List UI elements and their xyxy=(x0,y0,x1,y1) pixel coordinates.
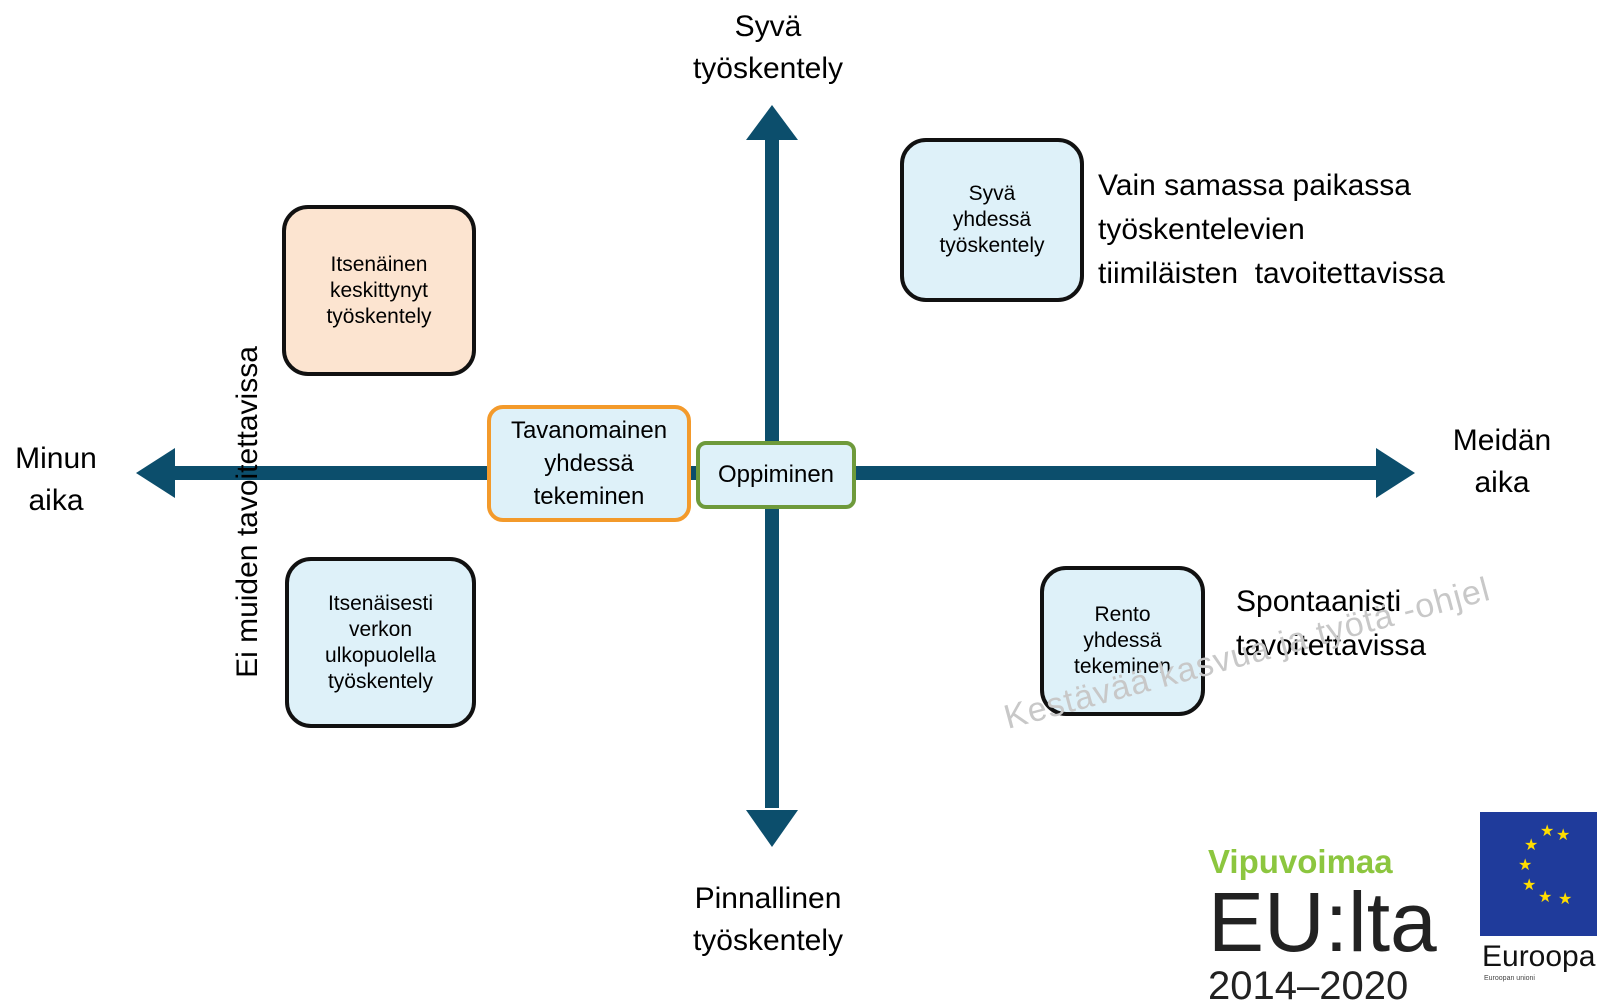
note-colocated-line3: tiimiläisten tavoitettavissa xyxy=(1098,257,1445,290)
eu-small-text: Euroopan unioni xyxy=(1484,975,1535,982)
axis-top-line2: työskentely xyxy=(692,52,844,85)
box-independent-focused: Itsenäinen keskittynyt työskentely xyxy=(282,205,476,376)
box-ordinary-together: Tavanomainen yhdessä tekeminen xyxy=(487,405,691,522)
box-offline: Itsenäisesti verkon ulkopuolella työsken… xyxy=(285,557,476,728)
note-spontaneous: Spontaanisti tavoitettavissa xyxy=(1236,580,1426,668)
axis-left-line1: Minun xyxy=(15,442,97,475)
svg-text:★: ★ xyxy=(1518,855,1532,874)
svg-text:★: ★ xyxy=(1556,825,1570,844)
axis-bottom-line1: Pinnallinen xyxy=(694,882,842,915)
box-ordinary-together-line2: yhdessä xyxy=(544,450,634,477)
note-spontaneous-line2: tavoitettavissa xyxy=(1236,629,1427,662)
vipuvoimaa-logo: Vipuvoimaa EU:lta 2014–2020 xyxy=(1208,842,1437,1006)
box-relaxed-together-line1: Rento xyxy=(1094,603,1151,626)
axis-top-label: Syvä työskentely xyxy=(668,6,868,90)
box-relaxed-together: Rento yhdessä tekeminen xyxy=(1040,566,1205,716)
box-offline-line1: Itsenäisesti xyxy=(327,591,434,615)
note-spontaneous-line1: Spontaanisti xyxy=(1236,585,1402,618)
axis-left-line2: aika xyxy=(28,484,84,517)
axis-right-label: Meidän aika xyxy=(1432,420,1572,504)
note-colocated: Vain samassa paikassa työskentelevien ti… xyxy=(1098,164,1445,296)
axis-right-line1: Meidän xyxy=(1452,424,1552,457)
eu-text: Euroopa xyxy=(1482,940,1596,973)
box-relaxed-together-line3: tekeminen xyxy=(1074,655,1171,678)
box-ordinary-together-line3: tekeminen xyxy=(533,483,645,510)
vertical-side-label: Ei muiden tavoitettavissa xyxy=(231,346,264,678)
box-learning: Oppiminen xyxy=(696,441,856,509)
svg-text:★: ★ xyxy=(1524,835,1538,854)
svg-text:★: ★ xyxy=(1558,889,1572,908)
box-offline-line3: ulkopuolella xyxy=(325,643,436,667)
axis-top-line1: Syvä xyxy=(734,10,802,43)
eu-flag-logo: ★ ★ ★ ★ ★ ★ ★ xyxy=(1480,812,1597,936)
eulta-text: EU:lta xyxy=(1208,875,1437,969)
box-deep-together: Syvä yhdessä työskentely xyxy=(900,138,1084,302)
axis-bottom-line2: työskentely xyxy=(692,924,844,957)
box-independent-focused-line3: työskentely xyxy=(326,304,432,328)
axis-bottom-label: Pinnallinen työskentely xyxy=(668,878,868,962)
box-ordinary-together-line1: Tavanomainen xyxy=(510,417,668,444)
box-deep-together-line1: Syvä xyxy=(968,182,1016,205)
box-offline-line4: työskentely xyxy=(327,669,434,693)
box-deep-together-line2: yhdessä xyxy=(952,208,1032,231)
svg-text:★: ★ xyxy=(1540,821,1554,840)
box-independent-focused-line1: Itsenäinen xyxy=(330,252,428,276)
axis-right-line2: aika xyxy=(1474,466,1530,499)
years-text: 2014–2020 xyxy=(1208,964,1409,1008)
vipuvoimaa-title: Vipuvoimaa xyxy=(1208,843,1393,880)
box-learning-label: Oppiminen xyxy=(717,461,835,488)
box-independent-focused-line2: keskittynyt xyxy=(329,278,429,302)
box-relaxed-together-line2: yhdessä xyxy=(1083,629,1162,652)
note-colocated-line1: Vain samassa paikassa xyxy=(1098,169,1411,202)
eu-stars-icon: ★ ★ ★ ★ ★ ★ ★ xyxy=(1518,821,1572,908)
box-deep-together-line3: työskentely xyxy=(939,234,1045,257)
svg-text:★: ★ xyxy=(1522,875,1536,894)
box-offline-line2: verkon xyxy=(348,617,412,641)
note-colocated-line2: työskentelevien xyxy=(1098,213,1305,246)
svg-text:★: ★ xyxy=(1538,887,1552,906)
axis-left-label: Minun aika xyxy=(0,438,112,522)
